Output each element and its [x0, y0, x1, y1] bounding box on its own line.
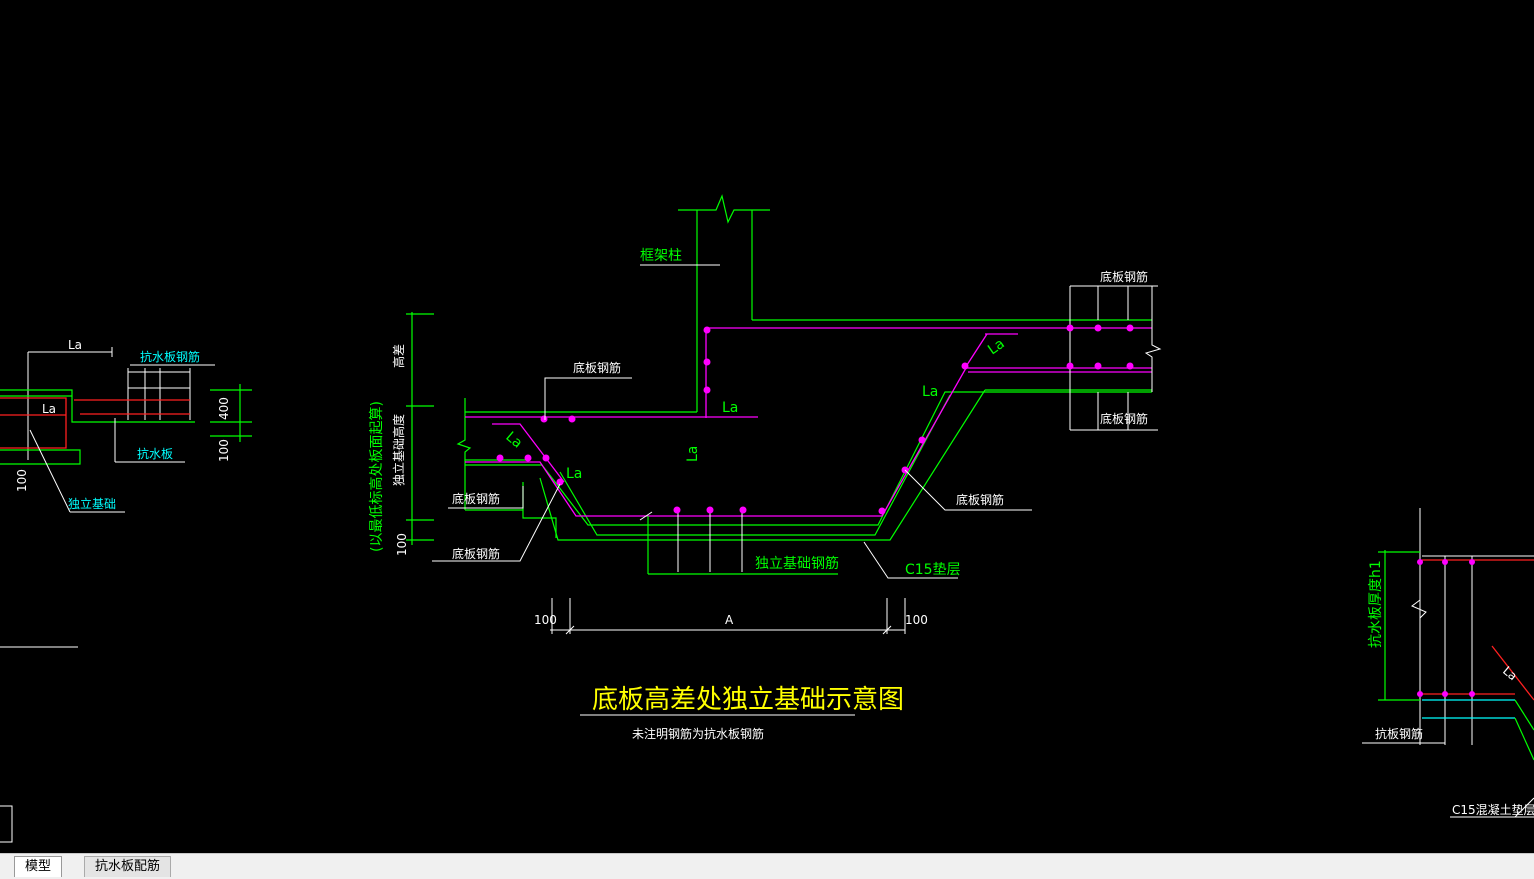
left-la-mid: La [42, 402, 56, 416]
label-bottom-rebar-left-low: 底板钢筋 [452, 546, 500, 561]
right-detail: 抗水板厚度h1 La 抗板钢筋 C15混凝土垫层 [1362, 508, 1534, 818]
label-bottom-rebar-top: 底板钢筋 [573, 360, 621, 375]
frame-column-label: 框架柱 [640, 248, 682, 264]
label-bottom-rebar-left: 底板钢筋 [452, 491, 500, 506]
layout-tab-bar: 模型 抗水板配筋 [0, 853, 1534, 879]
label-c15: C15垫层 [905, 562, 961, 578]
left-found-label: 独立基础 [68, 496, 116, 511]
main-detail: 框架柱 [368, 194, 1162, 741]
rebar-dots [496, 324, 1134, 515]
drawing-title: 底板高差处独立基础示意图 [592, 685, 904, 715]
left-detail: La 抗水板钢筋 La 抗水板 独立基础 400 100 100 [0, 338, 252, 843]
left-la-top: La [68, 338, 82, 352]
la-label-1: La [722, 400, 738, 416]
la-label-2: La [685, 446, 701, 462]
vert-dim-100: 100 [395, 533, 409, 556]
tab-layout-anti-water-slab[interactable]: 抗水板配筋 [84, 856, 172, 877]
label-found-rebar: 独立基础钢筋 [755, 555, 839, 572]
drawing-subtitle: 未注明钢筋为抗水板钢筋 [632, 726, 764, 741]
la-label-6: La [985, 336, 1008, 359]
right-rebar-label: 抗板钢筋 [1375, 726, 1423, 741]
dim-left-100: 100 [534, 613, 557, 627]
left-dim-100: 100 [217, 439, 231, 462]
vertical-note: (以最低标高处板面起算) [368, 401, 385, 552]
la-label-4: La [566, 466, 582, 482]
vert-small-2: 独立基础高度 [391, 414, 406, 486]
right-thick-label: 抗水板厚度h1 [1368, 560, 1384, 648]
tab-model[interactable]: 模型 [14, 856, 63, 877]
dim-width-a: A [725, 613, 734, 627]
la-label-3: La [502, 429, 525, 452]
label-bottom-rebar-right-top: 底板钢筋 [1100, 269, 1148, 284]
vert-small-1: 高差 [391, 344, 406, 368]
left-anti-slab-label: 抗水板 [137, 446, 173, 461]
label-bottom-rebar-right-mid: 底板钢筋 [1100, 411, 1148, 426]
right-c15-label: C15混凝土垫层 [1452, 802, 1534, 817]
label-bottom-rebar-right-low: 底板钢筋 [956, 492, 1004, 507]
left-dim-400: 400 [217, 397, 231, 420]
left-dim-100b: 100 [15, 469, 29, 492]
la-label-5: La [922, 384, 938, 400]
dim-right-100: 100 [905, 613, 928, 627]
right-la: La [1500, 664, 1520, 684]
left-anti-rebar-label: 抗水板钢筋 [140, 349, 200, 364]
cad-drawing-canvas[interactable]: La 抗水板钢筋 La 抗水板 独立基础 400 100 100 [0, 0, 1534, 853]
